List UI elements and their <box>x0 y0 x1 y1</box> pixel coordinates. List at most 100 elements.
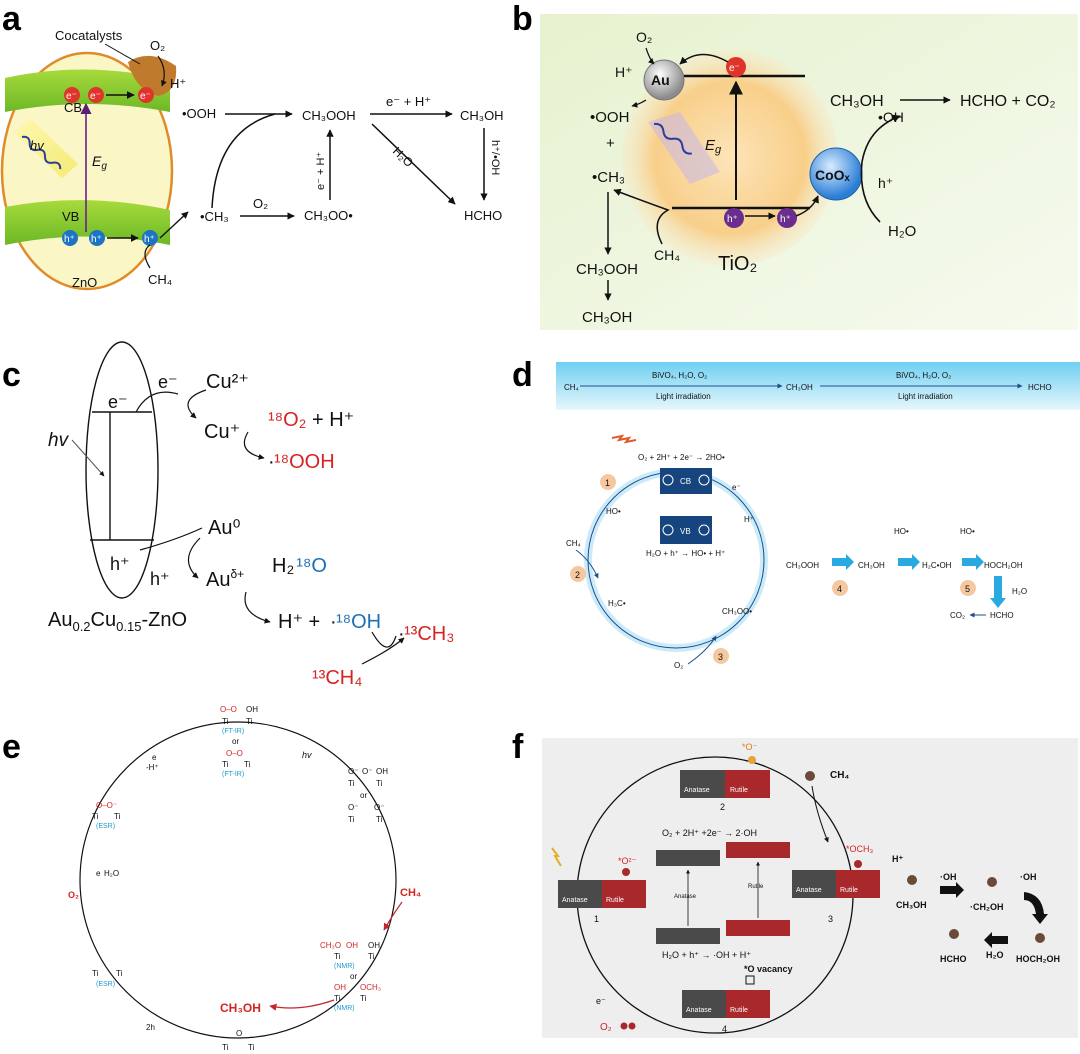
e-top-ti-2: Ti <box>246 717 253 726</box>
cocatalyst-pointer <box>104 43 141 65</box>
e-bottom-ti-2: Ti <box>248 1043 255 1052</box>
e-nmr2-label: (NMR) <box>334 1005 355 1012</box>
e-right-o-2: O⁻ <box>362 767 372 776</box>
e-nmr-ti-3: Ti <box>334 994 341 1003</box>
e-left-ooo: O–O⁻ <box>96 801 117 810</box>
f-slab-1-rutile-label: Rutile <box>606 897 624 904</box>
e-nmr-ti-1: Ti <box>334 952 341 961</box>
e-h2o-label: H₂O <box>104 869 119 878</box>
cb-label: CB <box>64 100 82 115</box>
e-nmr-oh-3: OH <box>334 983 346 992</box>
e-esr-bottom: (ESR) <box>96 981 115 988</box>
b-ch3oh-bottom-label: CH₃OH <box>582 309 632 326</box>
d-step-4: 4 <box>837 584 842 594</box>
d-step-1: 1 <box>605 478 610 488</box>
f-ch3oh-label: CH₃OH <box>896 900 927 910</box>
hole-label-1: h⁺ <box>64 234 75 245</box>
f-o2-minus-label: *O²⁻ <box>618 856 637 866</box>
e-top-ti-4: Ti <box>244 760 251 769</box>
light-beam <box>14 118 78 178</box>
e-cycle-ring <box>79 721 397 1039</box>
d-banner-cond1-bottom: Light irradiation <box>656 392 711 401</box>
f-block-arrow-2 <box>984 932 1008 948</box>
f-ch4-label: CH₄ <box>830 770 849 781</box>
f-slab-4-rutile <box>726 990 770 1018</box>
c-h-abstraction-arrow <box>371 631 397 648</box>
d-hcho-label: HCHO <box>990 611 1014 620</box>
c-plus-h-label: + H⁺ <box>312 409 354 431</box>
f-o2minus-atom <box>622 868 630 876</box>
e-left-ti-3: Ti <box>92 812 99 821</box>
e-left-ti-2: Ti <box>116 969 123 978</box>
panel-d: d CH₄ BiVO₄, H₂O, O₂ Light irradiation C… <box>512 356 1080 670</box>
hole-dot-2 <box>89 230 105 246</box>
f-vacancy-label: *O vacancy <box>744 964 793 974</box>
a-ooh-label: •OOH <box>182 106 216 121</box>
cocatalysts-label: Cocatalysts <box>55 28 123 43</box>
b-ooh-label: •OOH <box>590 109 629 126</box>
a-eh-top-label: e⁻ + H⁺ <box>386 94 431 109</box>
a-hv-label: hv <box>30 138 45 153</box>
c-hplus-oh-label: H⁺ + <box>278 611 320 633</box>
d-banner-ch3oh: CH₃OH <box>786 383 813 392</box>
vb-band <box>5 200 170 245</box>
f-n1: 1 <box>594 914 599 924</box>
e-right-oh: OH <box>376 767 388 776</box>
a-ch3ooh-label: CH₃OOH <box>302 108 356 123</box>
b-hplus-label: H⁺ <box>615 64 633 80</box>
f-slab-1-anatase-label: Anatase <box>562 897 588 904</box>
d-ch4-arrow <box>575 549 599 579</box>
b-hole-dot-2 <box>777 208 797 228</box>
e-right-ti-3: Ti <box>348 815 355 824</box>
a-ch3-curve-arrow <box>211 113 276 209</box>
c-ooh-iso-label: ¹⁸OOH <box>274 451 335 473</box>
e-ch3oh-label: CH₃OH <box>220 1001 261 1015</box>
d-cb-label: CB <box>680 477 691 486</box>
zno-label: ZnO <box>72 275 97 290</box>
electron-label-1: e⁻ <box>66 91 77 102</box>
a-hcho-label: HCHO <box>464 208 502 223</box>
f-och3-label: *OCH₃ <box>846 844 874 854</box>
d-gap-region <box>660 494 712 516</box>
f-oh1-label: ·OH <box>940 872 957 882</box>
c-ch3-dot-label: · <box>398 623 405 645</box>
f-h2o-label: H₂O <box>986 950 1004 960</box>
hole-dot-1 <box>62 230 78 246</box>
vb-label: VB <box>62 209 79 224</box>
hole-dot-3 <box>142 230 158 246</box>
f-slab-4-anatase <box>682 990 726 1018</box>
e-nmr-ch3o: CH₃O <box>320 941 341 950</box>
c-ooh-formation-arrow <box>243 431 265 460</box>
f-rutile-band-top <box>726 842 790 858</box>
f-hcho-molecule <box>949 929 959 939</box>
c-cu2-label: Cu²⁺ <box>206 371 249 393</box>
f-rutile-mid-label: Rutile <box>748 884 764 890</box>
b-hole-to-coo-arrow <box>795 195 819 217</box>
e-right-or: or <box>360 791 367 800</box>
a-photon-wave <box>21 135 62 170</box>
a-ch3oh-label: CH₃OH <box>460 108 504 123</box>
panel-a: a Cocatalysts O₂ H⁺ e⁻ e⁻ e⁻ CB Eg hv VB… <box>0 0 504 291</box>
e-ch3oh-release-arrow <box>269 999 335 1011</box>
d-cb-electron-2 <box>698 474 710 486</box>
c-particle-outline <box>85 341 159 599</box>
b-o2-arrow <box>645 47 655 65</box>
c-ch3-iso-label: ¹³CH₃ <box>404 623 454 645</box>
a-o2-step-label: O₂ <box>253 196 268 211</box>
e-right-o-1: O⁻ <box>348 767 358 776</box>
f-o-minus-label: *O⁻ <box>742 742 758 752</box>
d-block-arrow-3 <box>962 554 984 570</box>
b-coo-label: CoOₓ <box>815 167 851 183</box>
a-ch4-arrow <box>144 244 151 269</box>
electron-label-3: e⁻ <box>140 91 151 102</box>
a-ch3-label: •CH₃ <box>200 209 229 224</box>
c-hv-label: hv <box>48 430 70 451</box>
d-step-1-circle <box>600 474 616 490</box>
e-ch4-arrow <box>383 901 403 931</box>
e-ch4-label: CH₄ <box>400 887 421 899</box>
f-anatase-band-top <box>656 850 720 866</box>
e-top-ftir-1: (FT-IR) <box>222 728 244 735</box>
d-banner-cond2-bottom: Light irradiation <box>898 392 953 401</box>
f-eq-bottom: H₂O + h⁺ → ·OH + H⁺ <box>662 950 751 960</box>
electron-dot-1 <box>64 87 80 103</box>
